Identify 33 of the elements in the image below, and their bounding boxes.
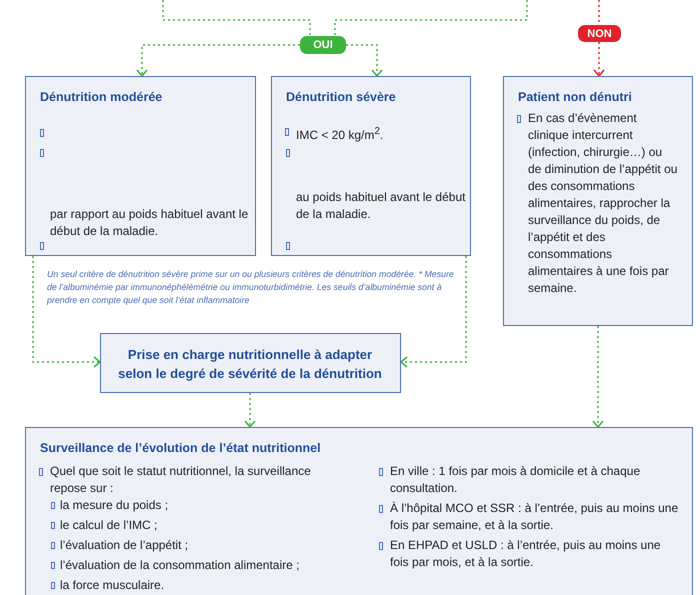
arrow [593,42,605,77]
box-text: Quel que soit le statut nutritionnel, la surveillance repose sur : [50,463,312,497]
arrow [400,256,467,368]
box-text: au poids habituel avant le début de la maladie. [296,189,466,223]
box-text: En ville : 1 fois par mois à domicile et à chaque consultation. [390,463,642,497]
process-box [503,76,693,326]
box-text: En cas d’évènement clinique intercurrent (infection, chirurgie…) ou de diminution de l’appétit ou des consommations alimentaires, rapprocher la surveillance du poids, de l’appétit et des consommations alimentaires à une fois par semaine. [528,110,678,297]
box-text: En EHPAD et USLD : à l’entrée, puis au moins une fois par mois, et à la sortie. [390,537,662,571]
process-box [271,76,471,256]
process-box [25,76,256,256]
box-text: par rapport au poids habituel avant le début de la maladie. [50,206,250,240]
box-title: Dénutrition sévère [286,89,397,105]
box-text: À l’hôpital MCO et SSR : à l’entrée, puis au moins une fois par semaine, et à la sortie. [390,500,680,534]
box-text: la force musculaire. [60,577,166,594]
box-text: l’évaluation de l’appétit ; [60,537,190,554]
arrow [346,44,383,77]
box-title: Patient non dénutri [518,89,633,105]
decision-badge: NON [578,25,621,42]
decision-badge: OUI [300,36,346,54]
box-text: la mesure du poids ; [60,497,170,514]
box-text: Prise en charge nutritionnelle à adapter selon le degré de sévérité de la dénutrition [117,346,383,383]
arrow [244,393,256,428]
box-title: Surveillance de l’évolution de l’état nutritionnel [40,440,322,456]
box-text: IMC < 20 kg/m$^{2}$. [296,125,384,144]
arrow [32,256,101,368]
arrow [592,326,604,428]
process-box [100,333,401,393]
box-title: Dénutrition modérée [40,89,164,105]
process-box [25,427,693,595]
footnote: Un seul critère de dénutrition sévère prime sur un ou plusieurs critères de dénutrition modérée. * Mesure de l’albuminémie par immunonéphélémétrie ou immunoturbidimétrie. Les seuils d’albuminémie sont à prendre en compte quel que soit l’état inflammatoire [47,268,455,307]
box-text: l’évaluation de la consommation alimentaire ; [60,557,300,574]
box-text: le calcul de l’IMC ; [60,517,158,534]
arrow [136,44,300,77]
